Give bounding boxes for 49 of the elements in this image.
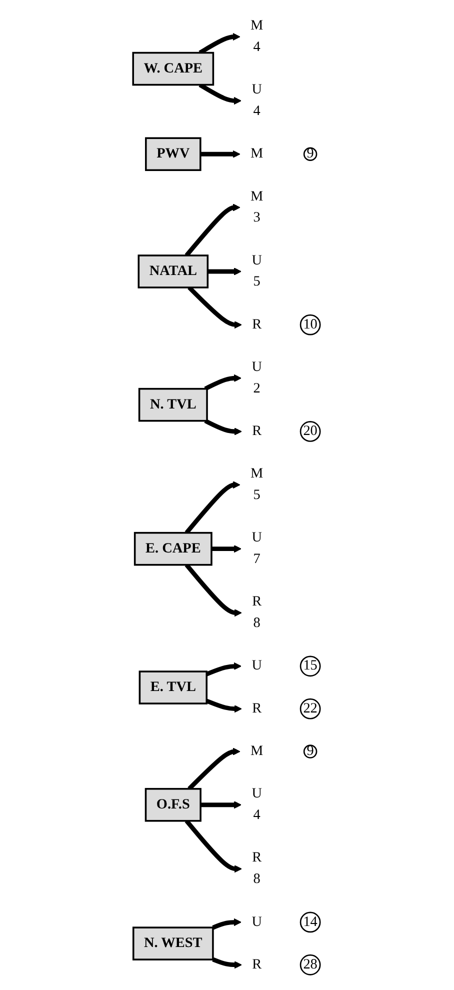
arrow: [212, 956, 242, 968]
circled-number: 28: [300, 954, 322, 975]
value-label: U: [252, 914, 262, 929]
arrow: [208, 267, 242, 275]
value-label: U 4: [252, 786, 262, 822]
circled-number: 15: [300, 655, 322, 676]
circled-number: 9: [304, 146, 318, 161]
circled-number: 10: [300, 314, 322, 335]
value-label: U: [252, 658, 262, 673]
arrow: [185, 480, 241, 534]
arrow: [200, 800, 242, 808]
value-label: R 8: [252, 594, 262, 630]
value-label: M: [250, 146, 264, 161]
value-label: U 5: [252, 252, 262, 289]
circled-number: 9: [304, 743, 318, 758]
arrow: [185, 818, 242, 872]
value-label: M: [250, 743, 264, 758]
region-box: E. TVL: [139, 670, 208, 704]
value-label: U 7: [252, 530, 262, 566]
arrow: [212, 544, 242, 552]
region-box: N. TVL: [138, 387, 208, 422]
value-label: M 3: [250, 188, 264, 225]
value-label: R: [252, 316, 262, 332]
region-box: NATAL: [138, 254, 209, 288]
region-box: PWV: [145, 136, 202, 171]
arrow: [206, 662, 242, 676]
region-box: E. CAPE: [134, 531, 213, 566]
value-label: R: [252, 700, 262, 716]
arrow: [185, 203, 241, 256]
arrow: [188, 747, 241, 790]
arrow: [206, 698, 242, 712]
circled-number: 22: [300, 698, 322, 719]
value-label: R 8: [252, 850, 262, 886]
arrow: [204, 374, 242, 390]
region-box: W. CAPE: [132, 51, 214, 86]
value-label: R: [252, 422, 262, 438]
value-label: U 2: [252, 358, 262, 396]
arrow: [185, 562, 242, 616]
value-label: M 5: [250, 466, 264, 502]
circled-number: 20: [300, 420, 322, 442]
arrow: [204, 418, 242, 435]
circled-number: 14: [300, 911, 322, 932]
value-label: M 4: [250, 18, 264, 54]
value-label: U 4: [252, 82, 262, 118]
value-label: R: [252, 956, 262, 972]
region-box: N. WEST: [132, 926, 214, 960]
region-box: O.F.S: [145, 787, 202, 822]
arrow: [212, 918, 242, 930]
arrow: [200, 150, 241, 158]
